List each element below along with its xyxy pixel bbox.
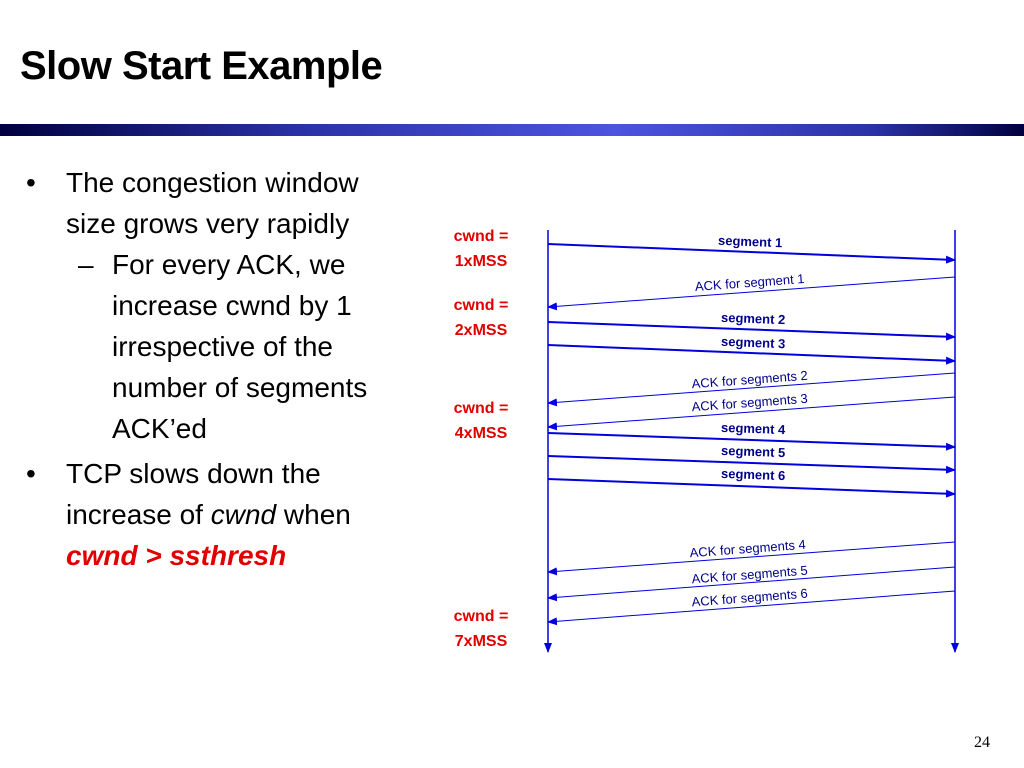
ack-label: ACK for segments 3: [691, 391, 808, 415]
bullet-text: The congestion window size grows very ra…: [66, 167, 359, 239]
ack-arrow: [547, 541, 956, 576]
segment-arrow: [547, 321, 956, 341]
segment-arrow: [547, 243, 956, 264]
cwnd-label: cwnd =: [454, 228, 509, 245]
segment-label: segment 6: [721, 466, 786, 483]
segment-label: segment 5: [721, 443, 786, 460]
cwnd-label: cwnd =: [454, 608, 509, 625]
ack-arrow: [547, 396, 956, 431]
condition-text: cwnd > ssthresh: [66, 540, 287, 571]
segment-label: segment 3: [721, 334, 786, 352]
cwnd-value: 4xMSS: [455, 425, 508, 442]
bullet-text-when: when: [283, 499, 351, 530]
ack-label: ACK for segments 4: [689, 537, 806, 561]
segment-arrow: [547, 432, 956, 451]
ack-label: ACK for segments 6: [691, 586, 808, 610]
bullet-italic-term: cwnd: [210, 499, 277, 530]
segment-arrow: [547, 478, 956, 498]
page-title: Slow Start Example: [20, 44, 383, 88]
page-number: 24: [974, 734, 990, 751]
bullet-text: TCP slows down the increase of: [66, 458, 321, 530]
segment-label: segment 4: [721, 420, 787, 437]
cwnd-value: 7xMSS: [455, 633, 508, 650]
title-divider-bar: [0, 124, 1024, 136]
segment-arrow: [547, 344, 956, 365]
bullet-item-growth: • The congestion window size grows very …: [26, 162, 416, 244]
sub-bullet-item-ack: – For every ACK, we increase cwnd by 1 i…: [26, 244, 416, 449]
dash-icon: –: [78, 249, 94, 280]
cwnd-value: 2xMSS: [455, 322, 508, 339]
segment-label: segment 2: [721, 310, 786, 327]
segment-label: segment 1: [718, 233, 783, 251]
bullet-list: • The congestion window size grows very …: [26, 162, 416, 576]
bullet-item-slowdown: • TCP slows down the increase of cwnd wh…: [26, 453, 416, 576]
bullet-icon: •: [26, 458, 36, 489]
cwnd-label: cwnd =: [454, 400, 509, 417]
ack-arrow: [547, 276, 956, 311]
ack-arrow: [547, 372, 956, 407]
ack-arrow: [547, 590, 956, 626]
ack-label: ACK for segment 1: [694, 271, 805, 294]
cwnd-label: cwnd =: [454, 297, 509, 314]
bullet-icon: •: [26, 167, 36, 198]
ack-arrow: [547, 566, 956, 602]
segment-arrow: [547, 455, 956, 474]
cwnd-value: 1xMSS: [455, 253, 508, 270]
sub-bullet-text: For every ACK, we increase cwnd by 1 irr…: [112, 249, 368, 444]
